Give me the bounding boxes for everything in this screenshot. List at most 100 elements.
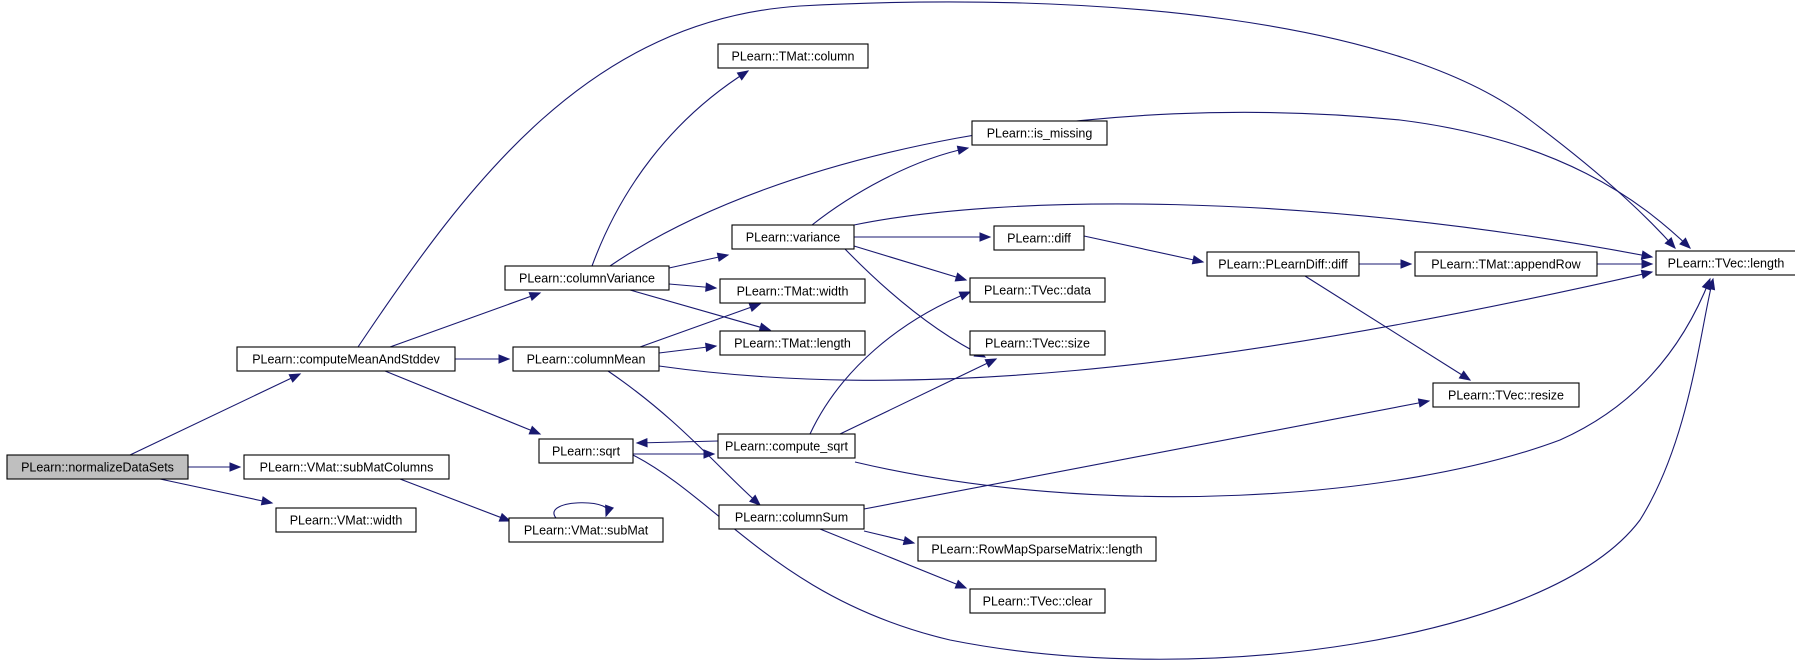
edge-columnvariance-to-tmat-column: [591, 70, 750, 267]
node-tmat-width[interactable]: PLearn::TMat::width: [719, 278, 866, 304]
arrowhead-icon: [1417, 398, 1431, 408]
node-label: PLearn::TMat::length: [734, 337, 851, 351]
edge-tmat-appendrow-to-tvec-length: [1597, 259, 1654, 269]
edge-variance-to-is-missing: [811, 145, 970, 226]
node-box: [969, 277, 1106, 303]
node-tmat-column[interactable]: PLearn::TMat::column: [717, 43, 869, 69]
node-columnsum[interactable]: PLearn::columnSum: [718, 504, 865, 530]
node-label: PLearn::sqrt: [552, 445, 621, 459]
arrowhead-icon: [1701, 277, 1711, 291]
edge-columnsum-to-rowmap-length: [863, 530, 916, 546]
edge-variance-to-diff: [854, 232, 992, 242]
node-box: [717, 433, 856, 459]
edge-plearndiff-diff-to-tmat-appendrow: [1359, 259, 1413, 269]
edge-columnmean-to-columnsum: [607, 370, 762, 506]
node-box: [718, 504, 865, 530]
edge-computemeanandstddev-to-sqrt: [384, 370, 542, 435]
node-compute-sqrt[interactable]: PLearn::compute_sqrt: [717, 433, 856, 459]
edge-compute-sqrt-to-sqrt: [635, 438, 719, 448]
node-tmat-length[interactable]: PLearn::TMat::length: [719, 330, 866, 356]
arrowhead-icon: [1640, 250, 1654, 260]
node-columnvariance[interactable]: PLearn::columnVariance: [504, 265, 670, 291]
edge-vmat-submat-to-vmat-submat: [553, 502, 615, 519]
arrowhead-icon: [984, 358, 998, 368]
arrowhead-icon: [260, 496, 274, 506]
node-label: PLearn::VMat::width: [290, 514, 403, 528]
node-box: [971, 120, 1108, 146]
edge-computemeanandstddev-to-columnvariance: [389, 292, 542, 348]
arrowhead-icon: [1458, 370, 1472, 381]
node-vmat-width[interactable]: PLearn::VMat::width: [275, 507, 417, 533]
arrowhead-icon: [705, 342, 718, 352]
node-plearndiff-diff[interactable]: PLearn::PLearnDiff::diff: [1206, 251, 1360, 277]
node-label: PLearn::computeMeanAndStddev: [252, 353, 440, 367]
node-box: [504, 265, 670, 291]
edge-variance-to-tvec-length: [853, 203, 1654, 260]
edge-normalizedatasets-to-computemeanandstddev: [129, 373, 302, 456]
node-box: [1206, 251, 1360, 277]
arrowhead-icon: [749, 494, 762, 506]
node-tmat-appendrow[interactable]: PLearn::TMat::appendRow: [1414, 251, 1598, 277]
node-box: [243, 454, 450, 480]
node-label: PLearn::TVec::resize: [1448, 389, 1564, 403]
node-box: [1414, 251, 1598, 277]
node-box: [538, 438, 634, 464]
edge-vmat-submatcolumns-to-vmat-submat: [399, 478, 512, 522]
node-tvec-clear[interactable]: PLearn::TVec::clear: [969, 588, 1106, 614]
node-tvec-length[interactable]: PLearn::TVec::length: [1655, 250, 1795, 276]
edge-columnvariance-to-tmat-width: [668, 282, 718, 292]
node-label: PLearn::TVec::clear: [983, 595, 1093, 609]
node-label: PLearn::diff: [1007, 232, 1071, 246]
arrowhead-icon: [288, 373, 302, 383]
node-vmat-submatcolumns[interactable]: PLearn::VMat::subMatColumns: [243, 454, 450, 480]
node-computemeanandstddev[interactable]: PLearn::computeMeanAndStddev: [236, 346, 456, 372]
edge-columnvariance-to-tvec-length: [609, 111, 1691, 267]
edge-variance-to-tvec-data: [853, 245, 968, 282]
edge-normalizedatasets-to-vmat-submatcolumns: [188, 462, 242, 472]
node-box: [993, 225, 1085, 251]
node-sqrt[interactable]: PLearn::sqrt: [538, 438, 634, 464]
node-tvec-size[interactable]: PLearn::TVec::size: [969, 330, 1106, 356]
node-box: [508, 517, 664, 543]
node-box: [717, 43, 869, 69]
node-diff[interactable]: PLearn::diff: [993, 225, 1085, 251]
edges-layer: [129, 1, 1716, 660]
arrowhead-icon: [528, 425, 542, 435]
node-box: [719, 278, 866, 304]
node-vmat-submat[interactable]: PLearn::VMat::subMat: [508, 517, 664, 543]
node-box: [275, 507, 417, 533]
edge-columnsum-to-tvec-clear: [819, 528, 968, 589]
arrowhead-icon: [979, 232, 992, 242]
node-rowmap-length[interactable]: PLearn::RowMapSparseMatrix::length: [917, 536, 1157, 562]
arrowhead-icon: [902, 535, 916, 546]
node-normalizedatasets[interactable]: PLearn::normalizeDataSets: [6, 454, 189, 480]
node-label: PLearn::TVec::size: [985, 337, 1090, 351]
node-box: [1432, 382, 1580, 408]
node-label: PLearn::VMat::subMat: [524, 524, 649, 538]
arrowhead-icon: [954, 579, 968, 589]
arrowhead-icon: [958, 291, 972, 301]
edge-compute-sqrt-to-tvec-size: [839, 358, 998, 435]
node-label: PLearn::TMat::width: [737, 285, 849, 299]
arrowhead-icon: [1664, 237, 1676, 250]
arrowhead-icon: [1641, 259, 1654, 269]
node-variance[interactable]: PLearn::variance: [731, 224, 855, 250]
arrowhead-icon: [758, 322, 772, 332]
edge-sqrt-to-compute-sqrt: [633, 449, 716, 459]
nodes-layer: PLearn::normalizeDataSets PLearn::compute…: [6, 43, 1795, 614]
node-label: PLearn::columnVariance: [519, 272, 655, 286]
node-label: PLearn::TVec::data: [984, 284, 1091, 298]
node-tvec-data[interactable]: PLearn::TVec::data: [969, 277, 1106, 303]
edge-computemeanandstddev-to-columnmean: [455, 354, 511, 364]
node-is-missing[interactable]: PLearn::is_missing: [971, 120, 1108, 146]
arrowhead-icon: [635, 438, 648, 448]
node-label: PLearn::is_missing: [987, 127, 1093, 141]
arrowhead-icon: [1640, 269, 1654, 279]
arrowhead-icon: [229, 462, 242, 472]
node-columnmean[interactable]: PLearn::columnMean: [512, 346, 660, 372]
edge-diff-to-plearndiff-diff: [1083, 235, 1205, 265]
arrowhead-icon: [736, 70, 750, 81]
arrowhead-icon: [498, 354, 511, 364]
node-tvec-resize[interactable]: PLearn::TVec::resize: [1432, 382, 1580, 408]
